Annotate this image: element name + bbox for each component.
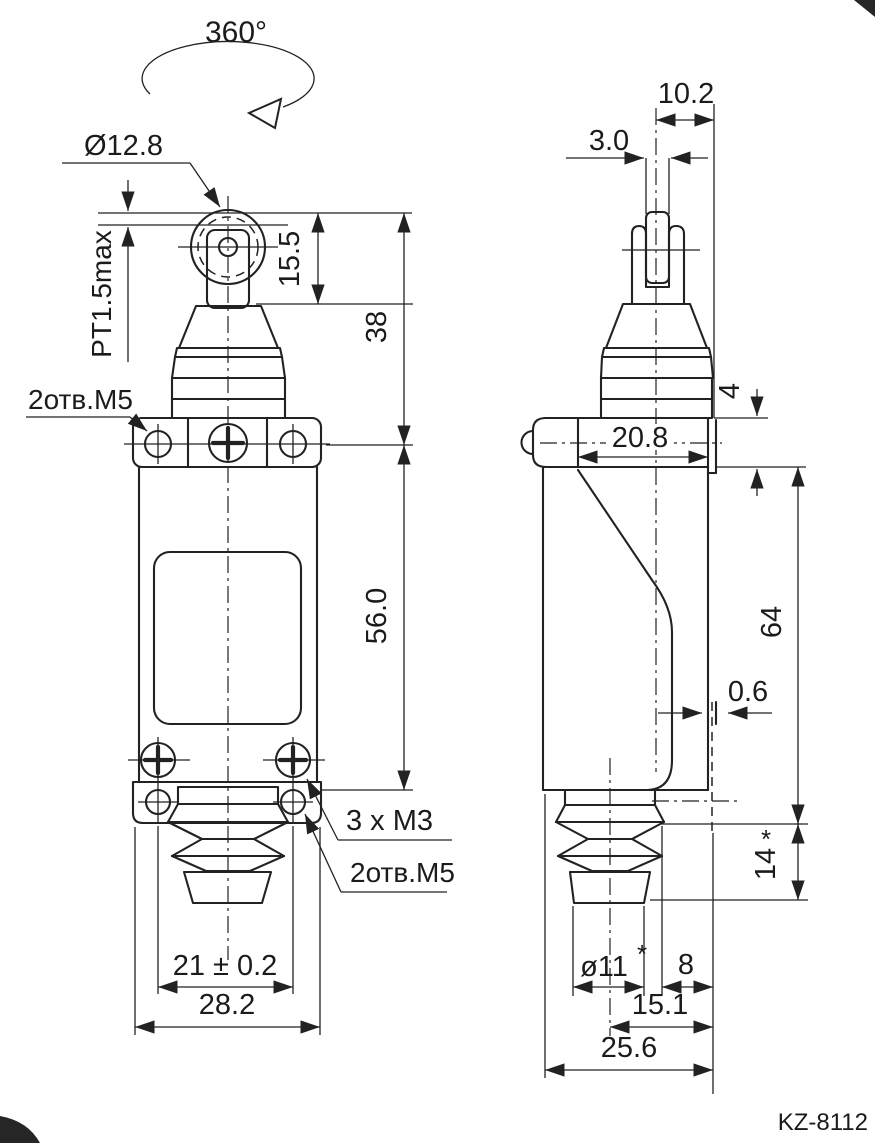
rotation-arrow-icon	[141, 40, 315, 108]
roller-dia-leader	[189, 162, 221, 208]
cover-plate	[152, 550, 303, 726]
top-flange	[131, 416, 323, 469]
dim-gap-label: 0.6	[728, 676, 768, 708]
plunger-tip	[182, 870, 273, 905]
dim-head-height-label: 38	[361, 311, 393, 343]
screws-m3-label: 3 x M3	[346, 805, 433, 837]
dim-roller-height-label: 15.5	[274, 231, 306, 287]
dim-height-label: 64	[756, 606, 788, 638]
dim-body-height-label: 56.0	[361, 588, 393, 644]
cover-screw-left	[139, 741, 177, 779]
holes-bottom-label: 2отв.M5	[350, 857, 455, 888]
dim-hole-spacing-label: 21 ± 0.2	[173, 950, 278, 982]
dim-flange-depth-label: 20.8	[612, 422, 668, 454]
corner-artifact-bottom-left	[0, 1116, 40, 1143]
head-screw	[207, 422, 249, 464]
side-view: 20.8 4 0.6 ø11 *	[520, 78, 808, 1094]
roller-lever	[205, 228, 251, 310]
dim-back-offset-label: 8	[678, 949, 694, 981]
side-body-contour	[576, 468, 674, 792]
cover-screw-right	[274, 741, 312, 779]
dim-plunger-dia-star: *	[637, 939, 647, 969]
product-code: KZ-8112	[778, 1109, 868, 1136]
dim-travel-star: *	[761, 824, 771, 854]
dim-plunger-dia-label: ø11	[580, 951, 628, 983]
front-view: 21 ± 0.2 28.2 PT1.5max 15.5 38 56.0 Ø12.…	[26, 16, 455, 1035]
roller-edge	[644, 210, 671, 285]
dim-width-label: 28.2	[199, 989, 255, 1021]
dim-roller-thickness-label: 3.0	[589, 125, 629, 157]
side-bellows-collar	[563, 788, 657, 807]
roller-fork	[630, 224, 686, 306]
rotation-arc: 360°	[141, 16, 315, 130]
side-plunger-tip	[568, 870, 652, 905]
dim-travel-label: 14	[750, 848, 782, 880]
dim-flange-thickness-label: 4	[714, 383, 746, 399]
roller-dia-label: Ø12.8	[84, 130, 163, 162]
dim-plunger-offset-label: 15.1	[632, 989, 688, 1021]
bellows-collar	[176, 785, 280, 806]
pretravel-label: PT1.5max	[86, 230, 117, 358]
dim-lever-width-label: 10.2	[658, 78, 714, 110]
corner-artifact-top-right	[854, 0, 875, 17]
holes-top-label: 2отв.M5	[28, 384, 133, 415]
dim-depth-label: 25.6	[601, 1032, 657, 1064]
